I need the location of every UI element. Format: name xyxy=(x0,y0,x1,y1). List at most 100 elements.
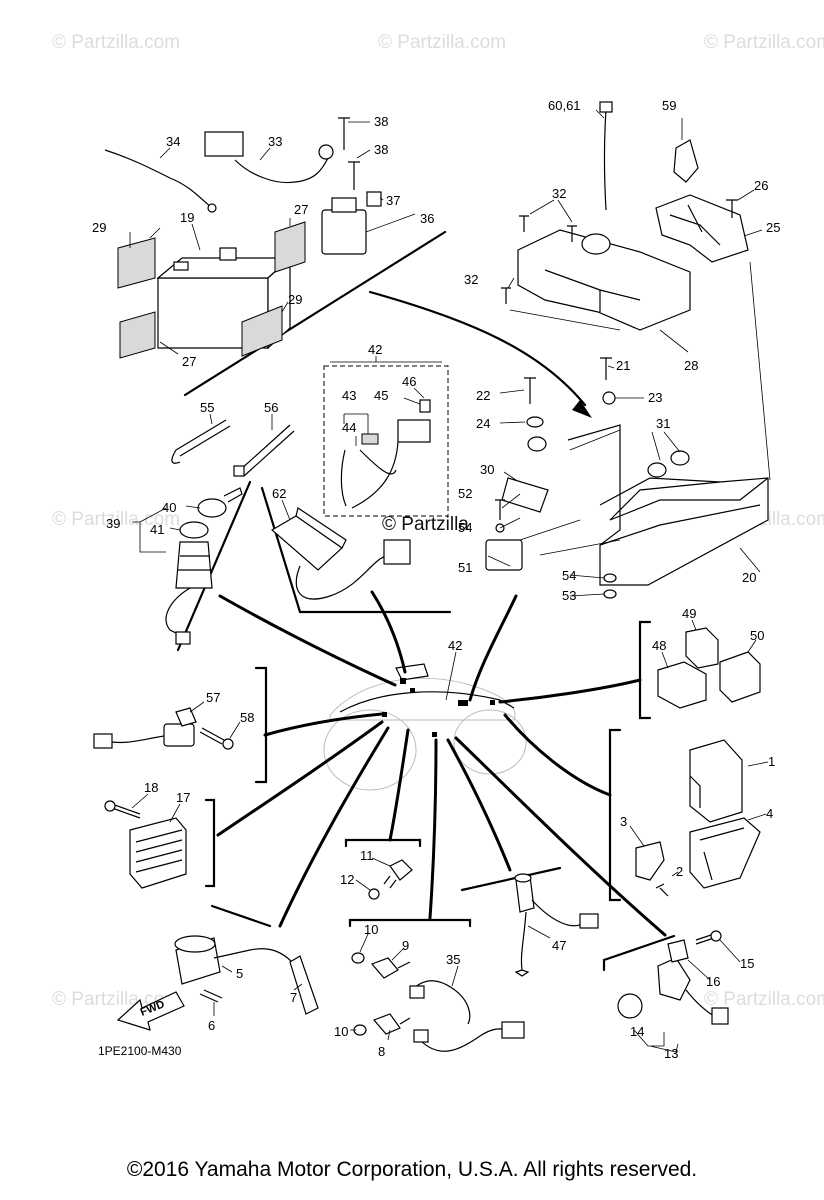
switch-connector xyxy=(175,631,191,645)
harness-connector xyxy=(501,1021,525,1039)
switch-ribs xyxy=(178,555,211,571)
connector-line xyxy=(263,712,384,737)
leader-lines xyxy=(445,651,457,701)
switch-lead xyxy=(399,1017,411,1025)
callout-54: 54 xyxy=(458,520,472,535)
cdi-wire xyxy=(295,555,387,600)
callout-12: 12 xyxy=(340,872,354,887)
leader-lines xyxy=(633,939,741,1053)
speed-sensor-group: 15 16 14 13 xyxy=(602,930,754,1061)
callout-49: 49 xyxy=(682,606,696,621)
callout-30: 30 xyxy=(480,462,494,477)
switch-wire xyxy=(165,587,191,637)
sensor-connector xyxy=(93,733,113,749)
connector-line xyxy=(446,738,512,872)
washer xyxy=(368,888,380,900)
battery-pad xyxy=(119,311,156,359)
cable-terminal xyxy=(207,203,217,213)
leader-lines xyxy=(281,499,291,521)
callout-29: 29 xyxy=(92,220,106,235)
forward-arrow xyxy=(116,991,185,1031)
cable-tie xyxy=(171,419,231,464)
battery-pad xyxy=(117,237,156,289)
component-mark xyxy=(382,712,387,717)
group-bracket xyxy=(254,666,268,784)
callout-32: 32 xyxy=(552,186,566,201)
component-mark xyxy=(458,700,468,706)
switch-connector xyxy=(413,1029,429,1043)
leader-lines xyxy=(343,387,425,446)
bolt xyxy=(199,727,225,745)
coil-top xyxy=(174,935,216,953)
clamp-detail xyxy=(669,204,721,246)
callout-4: 4 xyxy=(766,806,773,821)
center-watermark: © Partzilla xyxy=(382,514,469,535)
assembly-lines xyxy=(509,261,771,556)
wire-clip xyxy=(673,139,699,183)
callout-13: 13 xyxy=(664,1046,678,1061)
callout-28: 28 xyxy=(684,358,698,373)
connector-line xyxy=(503,713,612,797)
bracket-boss xyxy=(581,233,611,255)
lamp-switch-group: 47 xyxy=(460,866,599,977)
bolt xyxy=(199,989,223,1003)
diagram-code: 1PE2100-M430 xyxy=(98,1044,182,1058)
bolt xyxy=(655,883,669,897)
collar xyxy=(602,391,616,405)
leader-lines xyxy=(213,965,303,1016)
callout-21: 21 xyxy=(616,358,630,373)
battery-box-detail xyxy=(599,477,769,546)
group-bracket xyxy=(210,904,272,928)
grommet xyxy=(526,416,544,428)
leader-lines xyxy=(209,413,273,430)
callout-2: 2 xyxy=(676,864,683,879)
washer xyxy=(351,952,365,964)
callout-43: 43 xyxy=(342,388,356,403)
connector-line xyxy=(218,594,397,687)
bolt xyxy=(567,225,577,242)
plug-cap xyxy=(289,955,319,1015)
callout-15: 15 xyxy=(740,956,754,971)
leader-lines xyxy=(132,505,201,553)
callout-41: 41 xyxy=(150,522,164,537)
battery-cable-positive xyxy=(234,157,329,184)
callout-50: 50 xyxy=(750,628,764,643)
cdi-connector xyxy=(383,539,411,565)
bolt-head xyxy=(710,930,722,942)
relay-group: 48 49 50 xyxy=(638,606,764,720)
switch-group: 10 9 35 10 8 xyxy=(334,918,525,1059)
key-blade xyxy=(223,487,243,503)
connector xyxy=(397,419,431,443)
leader-lines xyxy=(189,701,241,739)
inset-leader xyxy=(330,356,442,363)
callout-16: 16 xyxy=(706,974,720,989)
copyright-notice: ©2016 Yamaha Motor Corporation, U.S.A. A… xyxy=(126,1158,698,1181)
callout-48: 48 xyxy=(652,638,666,653)
callout-33: 33 xyxy=(268,134,282,149)
fuse-cover xyxy=(501,477,549,513)
cdi-unit xyxy=(270,515,343,571)
cable-terminal xyxy=(318,144,334,160)
callout-35: 35 xyxy=(446,952,460,967)
washer xyxy=(603,573,617,583)
connector-lines xyxy=(216,590,667,937)
callout-8: 8 xyxy=(378,1044,385,1059)
leader-lines xyxy=(527,925,551,939)
leader-lines xyxy=(129,121,416,355)
callout-45: 45 xyxy=(374,388,388,403)
group-bracket xyxy=(460,866,562,892)
atv-silhouette: 42 xyxy=(323,638,527,791)
speed-sensor xyxy=(657,957,691,1001)
callout-32: 32 xyxy=(464,272,478,287)
arrow-head xyxy=(572,400,592,418)
callout-60-61: 60,61 xyxy=(548,98,581,113)
callout-54: 54 xyxy=(562,568,576,583)
connector-line xyxy=(454,736,667,937)
handle-outline xyxy=(395,663,429,681)
battery-pad xyxy=(241,305,283,357)
ecu-group: 1 4 3 2 xyxy=(608,728,775,902)
switch-wire xyxy=(531,899,583,927)
damper xyxy=(647,462,667,478)
group-bracket xyxy=(183,230,447,397)
callout-42: 42 xyxy=(368,342,382,357)
